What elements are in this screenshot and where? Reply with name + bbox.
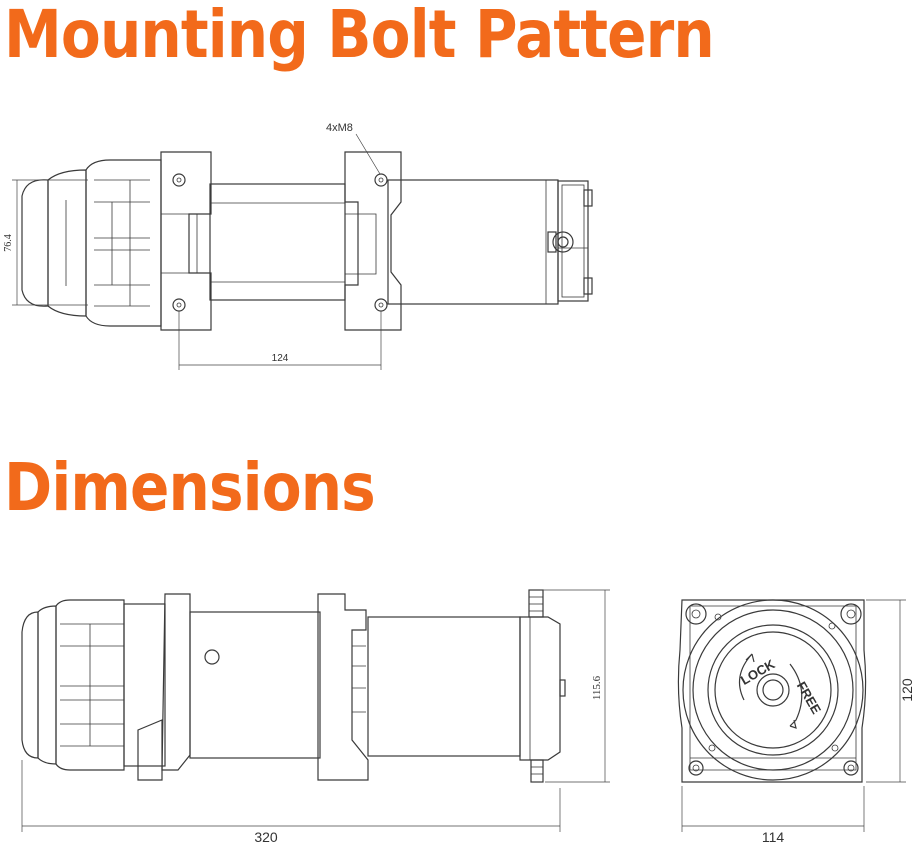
label-free: FREE — [794, 679, 824, 717]
winch-end-view — [677, 599, 906, 832]
label-end-height: 120 — [899, 678, 915, 702]
label-end-width: 114 — [762, 829, 785, 845]
label-length: 320 — [254, 829, 278, 845]
winch-side-view — [21, 589, 610, 832]
label-bolt-vertical: 76.4 — [3, 234, 14, 252]
end-view-bolts — [685, 603, 862, 776]
label-side-height: 115.6 — [591, 675, 603, 700]
winch-top-view — [12, 133, 593, 370]
title-mounting-bolt-pattern: Mounting Bolt Pattern — [4, 0, 715, 73]
title-dimensions: Dimensions — [4, 449, 376, 526]
label-bolt-spec: 4xM8 — [326, 122, 353, 134]
bolt-holes — [172, 173, 388, 312]
label-bolt-horizontal: 124 — [272, 353, 289, 364]
